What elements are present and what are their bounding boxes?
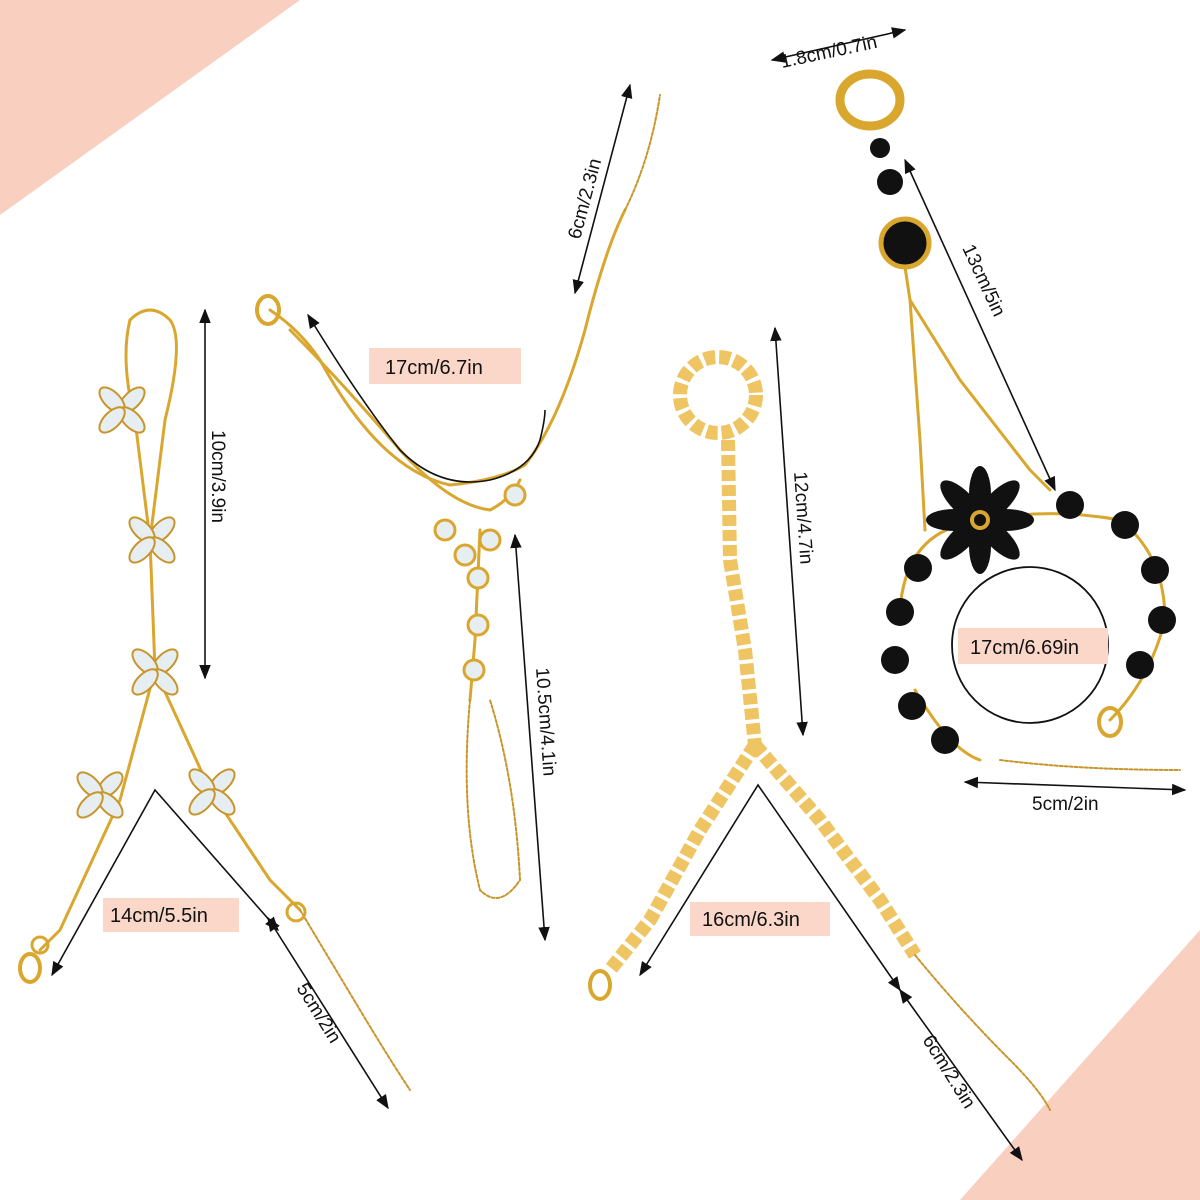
black-bead-icon — [1111, 511, 1139, 539]
black-bead-icon — [1141, 556, 1169, 584]
label-box — [369, 348, 521, 384]
butterfly-charm-icon — [128, 516, 176, 564]
measure-arrow — [51, 788, 279, 977]
measure-arrow — [963, 776, 1187, 796]
measure-arrow — [770, 326, 808, 737]
lobster-clasp-icon — [588, 969, 612, 1001]
measure-arrow — [307, 313, 546, 483]
black-bead-icon — [931, 726, 959, 754]
measure-arrow — [267, 916, 389, 1110]
measure-arrow — [904, 158, 1056, 492]
black-bead-icon — [1126, 651, 1154, 679]
butterfly-charm-icon — [98, 386, 146, 434]
measure-label-p2-drop: 10.5cm/4.1in — [531, 667, 560, 777]
measure-label-p3-length: 12cm/4.7in — [789, 471, 816, 565]
sequin-ring — [673, 350, 763, 440]
black-bead-icon — [898, 692, 926, 720]
label-box — [103, 898, 239, 932]
measure-label-p4-length: 13cm/5in — [957, 241, 1009, 320]
lobster-clasp-icon — [1097, 706, 1123, 738]
measure-arrow — [899, 988, 1023, 1162]
label-box — [690, 902, 830, 936]
measure-label-p1-length: 10cm/3.9in — [207, 430, 228, 523]
measure-label-p1-ext: 5cm/2in — [292, 980, 345, 1048]
hand-chain-butterfly — [18, 308, 411, 1091]
measure-label-p4-ring: 1.8cm/0.7in — [779, 32, 879, 73]
crystal-bead-icon — [478, 528, 502, 552]
black-bead-icon — [881, 646, 909, 674]
hand-chain-sequin — [588, 350, 1051, 1111]
corner-accent-top-left — [0, 0, 300, 215]
crystal-bead-icon — [462, 658, 486, 682]
crystal-bead-icon — [433, 518, 457, 542]
measure-label-p4-circ: 17cm/6.69in — [970, 637, 1079, 659]
measure-arrow — [510, 533, 550, 942]
crystal-bead-icon — [466, 566, 490, 590]
black-bead-icon — [870, 138, 890, 158]
measure-arrow — [572, 83, 633, 295]
black-bead-icon — [877, 169, 903, 195]
flower-charm-icon — [926, 466, 1034, 574]
measure-label-p3-span: 16cm/6.3in — [702, 909, 800, 931]
measure-label-p2-span: 17cm/6.7in — [385, 357, 483, 379]
black-bead-icon — [904, 554, 932, 582]
measure-arrow — [639, 783, 901, 992]
hand-chain-crystal — [255, 94, 661, 899]
black-bead-icon — [1056, 491, 1084, 519]
label-box — [958, 628, 1108, 664]
butterfly-charm-icon — [131, 648, 179, 696]
black-bead-icon — [1148, 606, 1176, 634]
crystal-bead-icon — [466, 613, 490, 637]
measure-label-p3-ext: 6cm/2.3in — [918, 1032, 979, 1113]
measure-label-p1-span: 14cm/5.5in — [110, 905, 208, 927]
lobster-clasp-icon — [255, 294, 281, 326]
ring-bracelet-black-flower — [835, 69, 1181, 771]
measure-label-p4-ext: 5cm/2in — [1032, 794, 1099, 815]
measure-arrow — [770, 27, 907, 63]
lobster-clasp-icon — [18, 935, 50, 984]
butterfly-charm-icon — [76, 771, 124, 819]
ring-icon — [835, 69, 905, 131]
corner-accent-bottom-right — [960, 930, 1200, 1200]
crystal-bead-icon — [503, 483, 527, 507]
black-gem-icon — [878, 216, 932, 270]
crystal-bead-icon — [453, 543, 477, 567]
butterfly-charm-icon — [188, 768, 236, 816]
black-bead-icon — [886, 598, 914, 626]
